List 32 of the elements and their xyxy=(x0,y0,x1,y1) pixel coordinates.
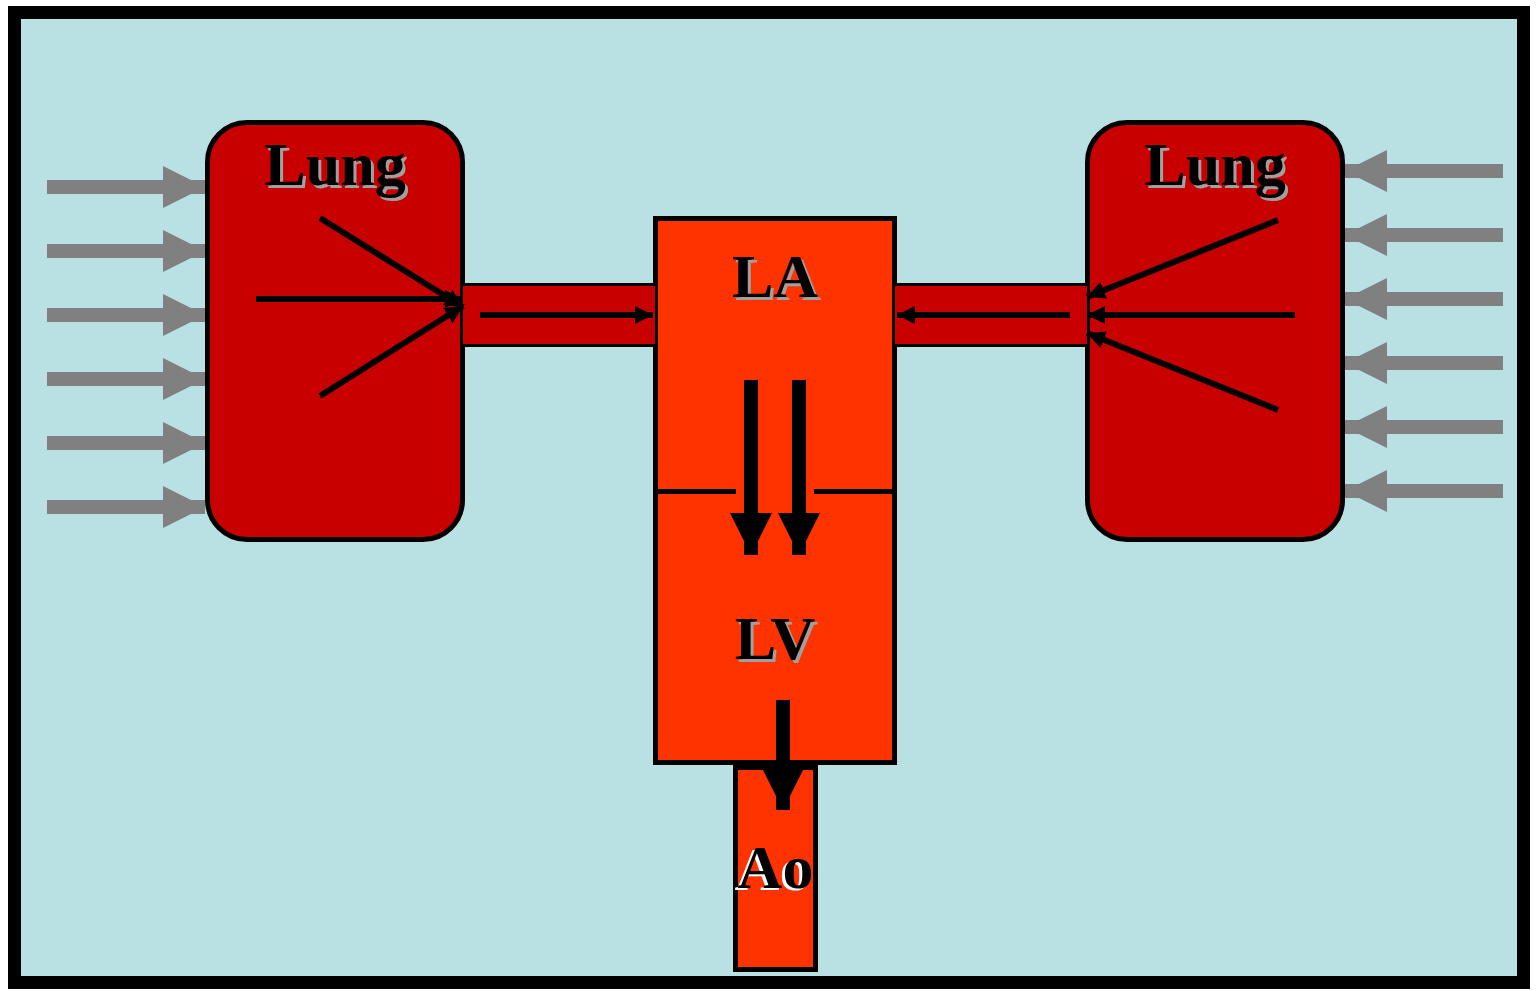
arrow xyxy=(897,306,1070,324)
arrow xyxy=(778,380,820,555)
node-label: Ao xyxy=(737,836,814,898)
arrow xyxy=(1345,406,1503,448)
aorta-box xyxy=(733,765,818,972)
vessel-bar xyxy=(463,283,655,347)
arrow xyxy=(47,166,205,208)
arrow xyxy=(1345,150,1503,192)
arrow xyxy=(1085,217,1280,300)
arrow xyxy=(47,294,205,336)
arrow xyxy=(1345,470,1503,512)
arrow xyxy=(1085,330,1280,413)
lung-box xyxy=(1085,120,1345,542)
arrow xyxy=(1345,214,1503,256)
arrow xyxy=(1345,278,1503,320)
lung-box xyxy=(205,120,465,542)
node-label: LV xyxy=(734,607,816,669)
arrow xyxy=(256,290,463,308)
arrow xyxy=(480,306,653,324)
arrow xyxy=(1345,342,1503,384)
arrow xyxy=(318,303,465,399)
ventricle-box xyxy=(653,492,897,765)
arrow xyxy=(47,230,205,272)
vessel-bar xyxy=(895,283,1087,347)
atrium-box xyxy=(653,216,897,492)
arrow xyxy=(1087,306,1295,324)
arrow xyxy=(47,358,205,400)
arrow xyxy=(730,380,772,555)
arrow xyxy=(762,700,804,810)
arrow xyxy=(47,422,205,464)
node-label: LA xyxy=(731,245,819,307)
arrow xyxy=(47,486,205,528)
